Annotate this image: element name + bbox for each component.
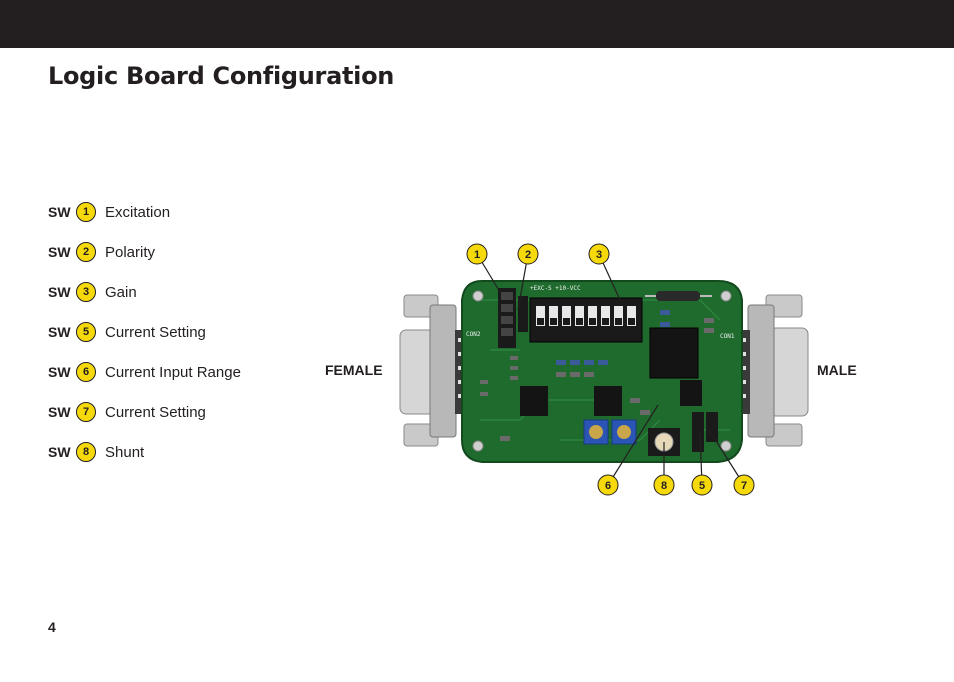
number-badge: 6 [76, 362, 96, 382]
callout-badge: 6 [597, 474, 619, 496]
legend-prefix: SW [48, 444, 71, 460]
legend-prefix: SW [48, 244, 71, 260]
number-badge: 1 [76, 202, 96, 222]
svg-text:CON2: CON2 [466, 331, 481, 338]
trim-potentiometers [583, 419, 637, 445]
legend-item: SW 7 Current Setting [48, 400, 206, 424]
number-badge: 2 [76, 242, 96, 262]
callout-badge: 3 [588, 243, 610, 265]
legend-prefix: SW [48, 284, 71, 300]
female-db9-connector [399, 294, 469, 447]
ic-chips [520, 327, 702, 416]
legend-label: Current Setting [105, 323, 206, 341]
legend-prefix: SW [48, 324, 71, 340]
legend-prefix: SW [48, 204, 71, 220]
dip-switch [529, 297, 643, 343]
male-db9-connector [736, 294, 809, 447]
svg-text:CON1: CON1 [720, 333, 735, 340]
legend-prefix: SW [48, 364, 71, 380]
page-title: Logic Board Configuration [48, 62, 395, 90]
legend-prefix: SW [48, 404, 71, 420]
legend-item: SW 8 Shunt [48, 440, 144, 464]
male-connector-label: MALE [817, 362, 857, 378]
callout-badge: 1 [466, 243, 488, 265]
jumper-switches-right [692, 412, 718, 452]
legend-label: Gain [105, 283, 137, 301]
legend-item: SW 3 Gain [48, 280, 137, 304]
resistor [645, 291, 712, 301]
smd-components [480, 310, 714, 441]
svg-text:+EXC-S +10-VCC: +EXC-S +10-VCC [530, 285, 581, 292]
legend-label: Polarity [105, 243, 156, 261]
jumper-switches [498, 288, 528, 348]
callout-badge: 7 [733, 474, 755, 496]
svg-text:6: 6 [605, 480, 611, 492]
svg-text:8: 8 [661, 480, 667, 492]
legend-item: SW 1 Excitation [48, 200, 170, 224]
number-badge: 3 [76, 282, 96, 302]
svg-text:5: 5 [699, 480, 705, 492]
number-badge: 8 [76, 442, 96, 462]
legend-item: SW 2 Polarity [48, 240, 155, 264]
legend-item: SW 6 Current Input Range [48, 360, 241, 384]
callout-badge: 2 [517, 243, 539, 265]
legend-label: Current Setting [105, 403, 206, 421]
legend-label: Excitation [105, 203, 171, 221]
female-connector-label: FEMALE [325, 362, 383, 378]
svg-text:7: 7 [741, 480, 747, 492]
svg-text:3: 3 [596, 249, 602, 261]
number-badge: 7 [76, 402, 96, 422]
legend-item: SW 5 Current Setting [48, 320, 206, 344]
svg-text:2: 2 [525, 249, 531, 261]
legend-label: Shunt [105, 443, 145, 461]
header-bar [0, 0, 954, 48]
callout-badge: 8 [653, 474, 675, 496]
number-badge: 5 [76, 322, 96, 342]
page-number: 4 [48, 619, 56, 635]
svg-text:1: 1 [474, 249, 480, 261]
legend-label: Current Input Range [105, 363, 241, 381]
callout-badge: 5 [691, 474, 713, 496]
